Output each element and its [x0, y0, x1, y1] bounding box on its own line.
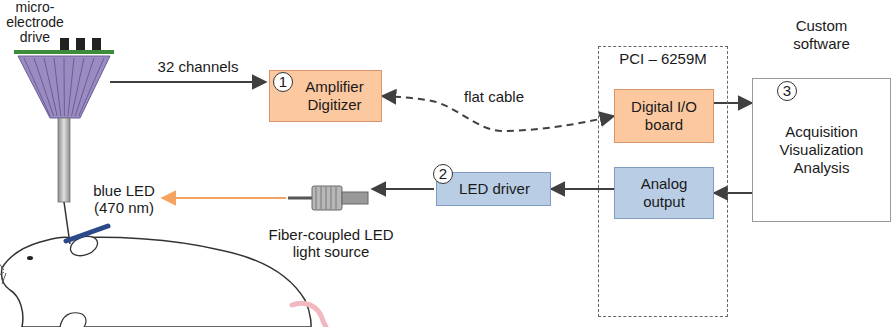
drive-pin [76, 38, 85, 50]
fin-line [321, 187, 322, 209]
led-source-connector [342, 192, 368, 204]
fin-line [336, 187, 337, 209]
group-heading: Custom software [753, 17, 890, 53]
drive-cannula [58, 118, 70, 202]
rat-whiskers [0, 262, 6, 284]
process-box: LED driver [436, 172, 551, 206]
software-box: Custom softwareAcquisition Visualization… [752, 78, 891, 222]
flow-arrow [551, 188, 614, 190]
drive-arrow [372, 188, 434, 190]
blue-led [66, 226, 108, 241]
callout-number: 2 [433, 164, 453, 184]
drive-cone [18, 56, 110, 118]
fin-line [326, 187, 327, 209]
rat-body [1, 237, 311, 327]
part-label: 32 channels [146, 58, 250, 75]
edge-label: flat cable [462, 88, 526, 105]
led-source-fins [316, 187, 336, 209]
process-box: Digital I/O board [614, 89, 714, 143]
box-text: Analog output [621, 175, 707, 211]
fin-line [316, 187, 317, 209]
rat-paw [60, 313, 86, 327]
rat-eye [27, 256, 33, 260]
light-arrow [162, 197, 286, 199]
board-group: PCI – 6259M Digital I/O boardAnalog outpu… [598, 46, 728, 317]
led-source-body [312, 186, 342, 210]
drive-pin [92, 38, 101, 50]
fin-line [64, 58, 65, 116]
fiber [288, 197, 312, 200]
fin-line [54, 58, 61, 116]
fin-line [331, 187, 332, 209]
group-heading: PCI – 6259M [599, 50, 727, 68]
box-text: LED driver [459, 180, 530, 198]
rat-tail [292, 303, 326, 327]
drive-board [14, 50, 114, 54]
part-label: micro- electrode drive [4, 0, 66, 45]
box-text: Digital I/O board [621, 98, 707, 134]
drive-pin [60, 38, 69, 50]
box-text: Amplifier Digitizer [294, 78, 375, 114]
callout-number: 1 [273, 72, 293, 92]
fin-line [79, 58, 104, 116]
drive-fins [24, 58, 104, 116]
callout-number: 3 [777, 81, 797, 101]
signal-arrow [110, 81, 266, 83]
flow-arrow [714, 102, 752, 104]
part-label: blue LED (470 nm) [86, 182, 162, 216]
box-text: Acquisition Visualization Analysis [759, 123, 884, 177]
flow-arrow [714, 192, 752, 194]
part-label: Fiber-coupled LED light source [264, 226, 398, 260]
process-box: Analog output [614, 167, 714, 219]
